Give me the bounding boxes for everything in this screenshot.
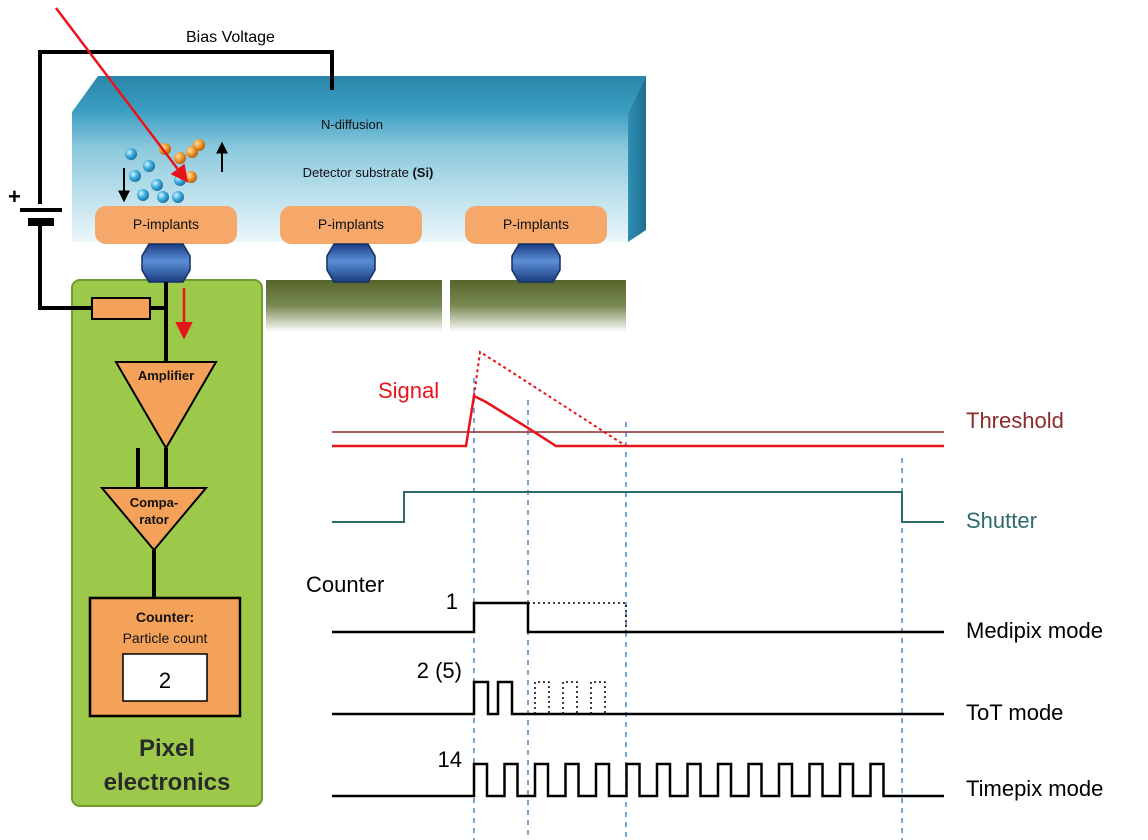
signal-wires [136, 282, 168, 598]
detector-substrate-label: Detector substrate (Si) [303, 165, 434, 180]
bump-bonds [141, 243, 561, 283]
comparator-label-line1: Compa- [130, 495, 178, 510]
p-implant-label-3: P-implants [503, 216, 569, 232]
medipix-dotted-extension [528, 602, 627, 632]
timepix-counter-signal [332, 762, 944, 798]
signal-label: Signal [378, 378, 439, 403]
p-implant-3 [465, 206, 607, 244]
p-implant-label-1: P-implants [133, 216, 199, 232]
bias-voltage-label: Bias Voltage [186, 29, 275, 46]
signal-pulse-tot [332, 394, 944, 448]
counter-box-title: Counter: [136, 609, 194, 625]
p-implant-1 [95, 206, 237, 244]
threshold-label: Threshold [966, 408, 1064, 433]
resistor [91, 297, 151, 320]
readout-chip-2 [266, 280, 442, 332]
medipix-counter-signal [332, 601, 944, 634]
detector-side-face [628, 76, 646, 242]
detector-top-face [72, 76, 646, 112]
medipix-count: 1 [446, 589, 458, 614]
tot-dotted-pulses [534, 681, 606, 714]
timepix-count: 14 [438, 747, 462, 772]
shutter-label: Shutter [966, 508, 1037, 533]
tot-counter-signal [332, 680, 944, 716]
counter-display-value: 2 [159, 668, 171, 693]
comparator-triangle [99, 487, 209, 552]
tot-count: 2 (5) [417, 658, 462, 683]
amplifier-label: Amplifier [138, 368, 194, 383]
incident-particle-arrow [55, 7, 189, 183]
battery-plus-sign: + [8, 184, 21, 209]
panel-title-line2: electronics [104, 769, 231, 796]
bias-circuit [38, 50, 334, 310]
n-diffusion-label: N-diffusion [321, 117, 383, 132]
signal-pulse-large [473, 350, 627, 447]
comparator-label-line2: rator [139, 512, 169, 527]
p-implant-label-2: P-implants [318, 216, 384, 232]
shutter-signal [332, 491, 944, 523]
counter-box-subtitle: Particle count [123, 630, 208, 646]
timepix-mode-label: Timepix mode [966, 776, 1103, 801]
tot-mode-label: ToT mode [966, 700, 1063, 725]
counter-display [122, 653, 208, 702]
panel-title-line1: Pixel [139, 735, 195, 762]
amplifier-triangle [114, 361, 218, 450]
counter-label: Counter [306, 572, 384, 597]
readout-chip-3 [450, 280, 626, 332]
medipix-mode-label: Medipix mode [966, 618, 1103, 643]
p-implant-2 [280, 206, 422, 244]
